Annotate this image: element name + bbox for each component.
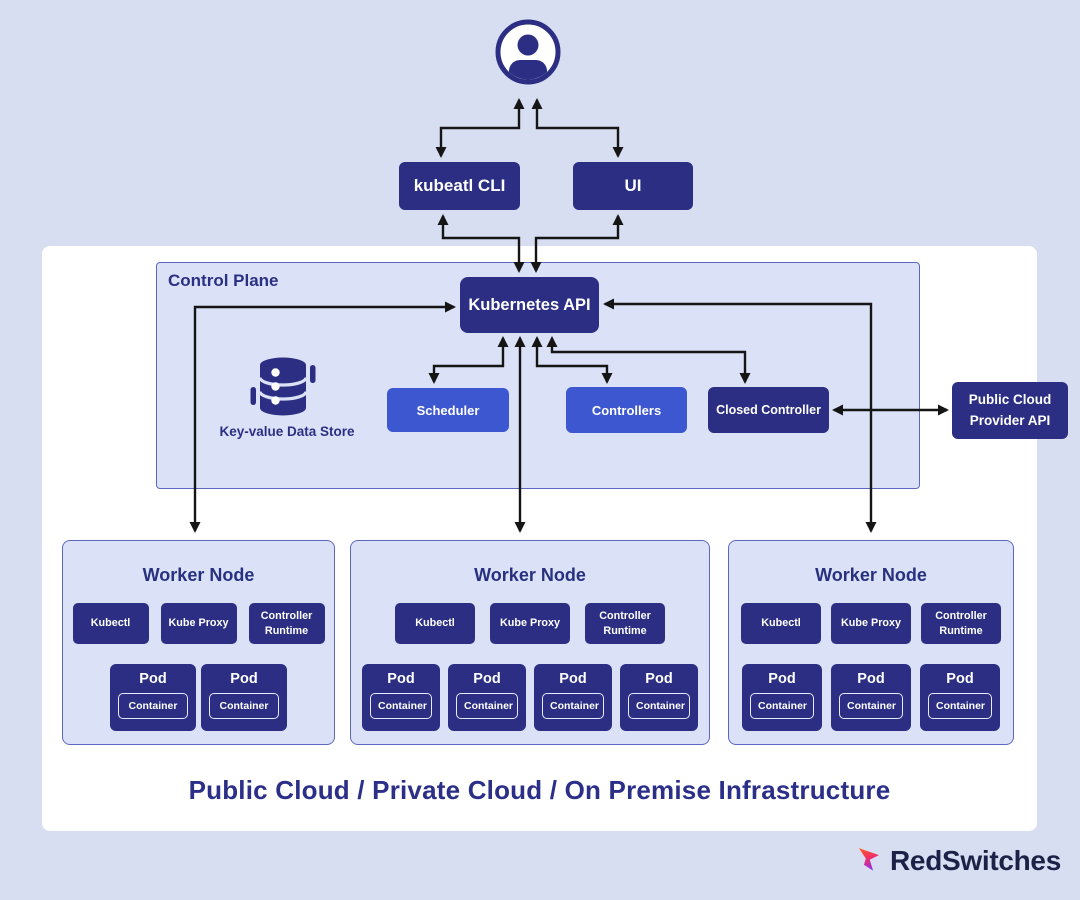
container-box: Container bbox=[928, 693, 992, 719]
pod-box: Pod Container bbox=[362, 664, 440, 731]
user-icon bbox=[494, 18, 562, 86]
pod-box: Pod Container bbox=[110, 664, 196, 731]
pod-label: Pod bbox=[645, 671, 673, 687]
closed-controller-box: Closed Controller bbox=[708, 387, 829, 433]
pod-box: Pod Container bbox=[831, 664, 911, 731]
container-box: Container bbox=[542, 693, 604, 719]
worker-node-1: Worker Node Kubectl Kube Proxy Controlle… bbox=[62, 540, 335, 745]
worker-node-3: Worker Node Kubectl Kube Proxy Controlle… bbox=[728, 540, 1014, 745]
kubectl-box: Kubectl bbox=[741, 603, 821, 644]
kube-proxy-box: Kube Proxy bbox=[831, 603, 911, 644]
worker-node-title: Worker Node bbox=[815, 565, 927, 585]
pod-label: Pod bbox=[473, 671, 501, 687]
pod-label: Pod bbox=[857, 671, 885, 687]
controller-runtime-box: Controller Runtime bbox=[585, 603, 665, 644]
pod-box: Pod Container bbox=[742, 664, 822, 731]
worker-node-title: Worker Node bbox=[474, 565, 586, 585]
worker-node-title: Worker Node bbox=[142, 565, 255, 585]
scheduler-box: Scheduler bbox=[387, 388, 509, 432]
kube-proxy-box: Kube Proxy bbox=[490, 603, 570, 644]
component-row: Kubectl Kube Proxy Controller Runtime bbox=[741, 603, 1001, 644]
container-box: Container bbox=[750, 693, 814, 719]
controller-runtime-box: Controller Runtime bbox=[248, 603, 325, 644]
pod-label: Pod bbox=[946, 671, 974, 687]
pod-box: Pod Container bbox=[201, 664, 287, 731]
pod-row: Pod Container Pod Container Pod Containe… bbox=[362, 664, 698, 731]
pod-label: Pod bbox=[230, 671, 258, 687]
public-cloud-line1: Public Cloud bbox=[968, 391, 1052, 407]
pod-box: Pod Container bbox=[448, 664, 526, 731]
controllers-label: Controllers bbox=[591, 402, 662, 418]
pod-label: Pod bbox=[387, 671, 415, 687]
brand-name: RedSwitches bbox=[890, 845, 1061, 876]
kubernetes-api-label: Kubernetes API bbox=[468, 295, 591, 314]
arrow-user-cli bbox=[435, 98, 525, 158]
database-icon bbox=[247, 356, 319, 418]
kubernetes-api-box: Kubernetes API bbox=[460, 277, 599, 333]
controllers-box: Controllers bbox=[566, 387, 687, 433]
component-row: Kubectl Kube Proxy Controller Runtime bbox=[395, 603, 665, 644]
redswitches-arrow-icon bbox=[858, 848, 879, 871]
kube-proxy-box: Kube Proxy bbox=[160, 603, 237, 644]
datastore-label: Key-value Data Store bbox=[219, 424, 355, 439]
ui-label: UI bbox=[624, 176, 642, 195]
container-box: Container bbox=[839, 693, 903, 719]
scheduler-label: Scheduler bbox=[416, 402, 480, 418]
pod-label: Pod bbox=[768, 671, 796, 687]
pod-row: Pod Container Pod Container bbox=[110, 664, 287, 731]
container-box: Container bbox=[370, 693, 432, 719]
infrastructure-caption: Public Cloud / Private Cloud / On Premis… bbox=[188, 775, 891, 805]
kubectl-box: Kubectl bbox=[72, 603, 149, 644]
brand-logo: RedSwitches bbox=[856, 845, 1061, 877]
kubectl-cli-label: kubeatl CLI bbox=[413, 176, 506, 195]
kubectl-cli-box: kubeatl CLI bbox=[399, 162, 520, 210]
pod-row: Pod Container Pod Container Pod Containe… bbox=[742, 664, 1000, 731]
pod-box: Pod Container bbox=[920, 664, 1000, 731]
ui-box: UI bbox=[573, 162, 693, 210]
control-plane-title: Control Plane bbox=[168, 271, 279, 290]
public-cloud-line2: Provider API bbox=[969, 412, 1051, 428]
pod-box: Pod Container bbox=[620, 664, 698, 731]
pod-label: Pod bbox=[559, 671, 587, 687]
container-box: Container bbox=[456, 693, 518, 719]
closed-controller-label: Closed Controller bbox=[716, 403, 821, 417]
worker-node-2: Worker Node Kubectl Kube Proxy Controlle… bbox=[350, 540, 710, 745]
controller-runtime-box: Controller Runtime bbox=[921, 603, 1001, 644]
arrow-user-ui bbox=[531, 98, 624, 158]
public-cloud-provider-api-box: Public Cloud Provider API bbox=[952, 382, 1068, 439]
component-row: Kubectl Kube Proxy Controller Runtime bbox=[72, 603, 325, 644]
pod-box: Pod Container bbox=[534, 664, 612, 731]
container-box: Container bbox=[118, 693, 188, 719]
kubectl-box: Kubectl bbox=[395, 603, 475, 644]
pod-label: Pod bbox=[139, 671, 167, 687]
container-box: Container bbox=[209, 693, 279, 719]
container-box: Container bbox=[628, 693, 690, 719]
